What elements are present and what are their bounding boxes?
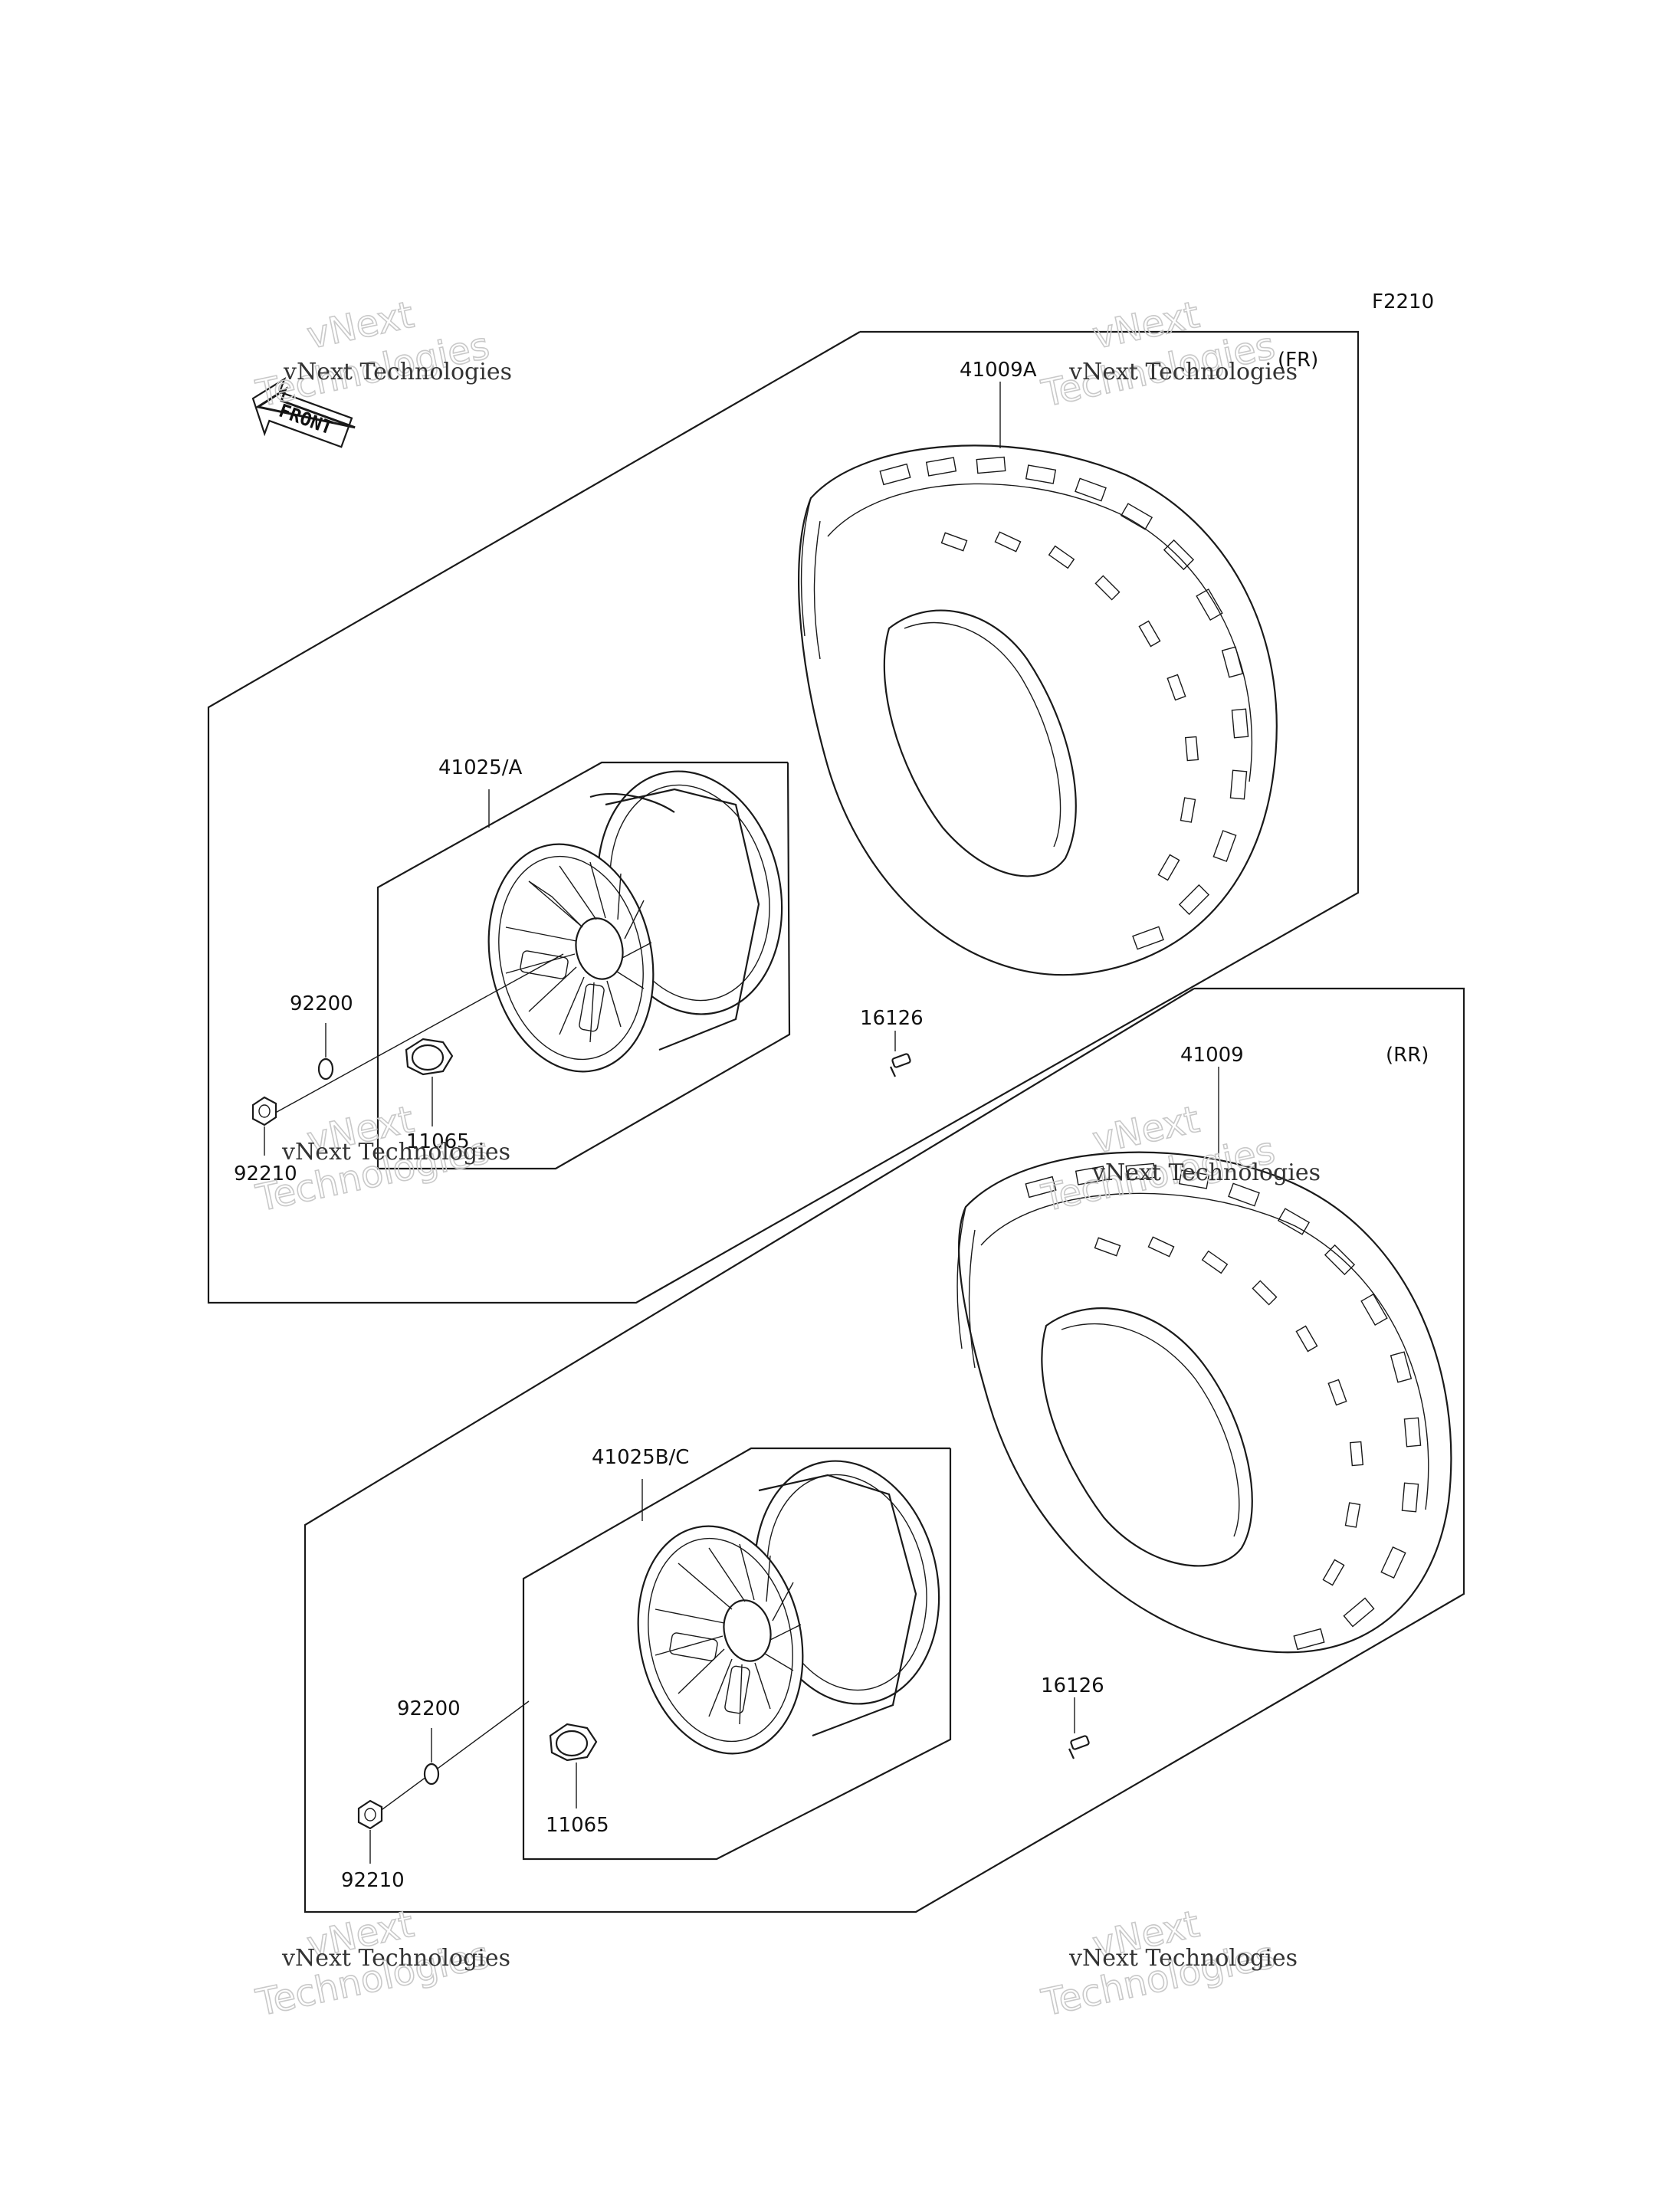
watermark-text: vNext Technologies bbox=[283, 359, 512, 385]
part-label-16126-front: 16126 bbox=[860, 1007, 924, 1030]
wheel-rim-icon bbox=[637, 1460, 940, 1755]
washer-icon bbox=[317, 1058, 334, 1080]
figure-code: F2210 bbox=[1372, 290, 1434, 313]
part-label-92210-rear: 92210 bbox=[341, 1869, 405, 1892]
part-label-16126-rear: 16126 bbox=[1041, 1674, 1104, 1697]
front-section-label: (FR) bbox=[1278, 349, 1318, 372]
hub-cap-icon bbox=[405, 1038, 454, 1076]
part-label-11065-front: 11065 bbox=[406, 1130, 470, 1153]
part-label-41009: 41009 bbox=[1180, 1044, 1244, 1067]
watermark: vNext Technologies bbox=[251, 293, 494, 416]
watermark-text: vNext Technologies bbox=[1091, 1159, 1321, 1186]
part-label-92210-front: 92210 bbox=[234, 1162, 297, 1185]
part-label-92200-front: 92200 bbox=[290, 992, 353, 1015]
valve-stem-icon bbox=[890, 1053, 911, 1077]
part-label-41025A: 41025/A bbox=[438, 756, 522, 779]
washer-icon bbox=[423, 1763, 440, 1785]
part-label-11065-rear: 11065 bbox=[546, 1814, 609, 1837]
rear-section-label: (RR) bbox=[1386, 1044, 1429, 1067]
tire-icon bbox=[798, 444, 1278, 976]
watermark-text: vNext Technologies bbox=[1068, 359, 1298, 385]
watermark: vNext Technologies bbox=[1037, 293, 1279, 416]
part-label-41009A: 41009A bbox=[960, 359, 1037, 382]
watermark-text: vNext Technologies bbox=[1068, 1945, 1298, 1972]
lug-nut-icon bbox=[251, 1096, 277, 1126]
hub-cap-icon bbox=[549, 1723, 598, 1762]
front-section: (FR) bbox=[207, 330, 1360, 1304]
wheel-rim-icon bbox=[487, 770, 783, 1073]
part-label-41025BC: 41025B/C bbox=[592, 1446, 689, 1469]
tire-icon bbox=[956, 1151, 1452, 1654]
watermark-text: vNext Technologies bbox=[281, 1139, 510, 1166]
watermark-text: vNext Technologies bbox=[281, 1945, 510, 1972]
part-label-92200-rear: 92200 bbox=[397, 1697, 461, 1720]
rear-section: (RR) bbox=[304, 987, 1465, 1913]
lug-nut-icon bbox=[357, 1799, 383, 1830]
valve-stem-icon bbox=[1068, 1735, 1090, 1759]
